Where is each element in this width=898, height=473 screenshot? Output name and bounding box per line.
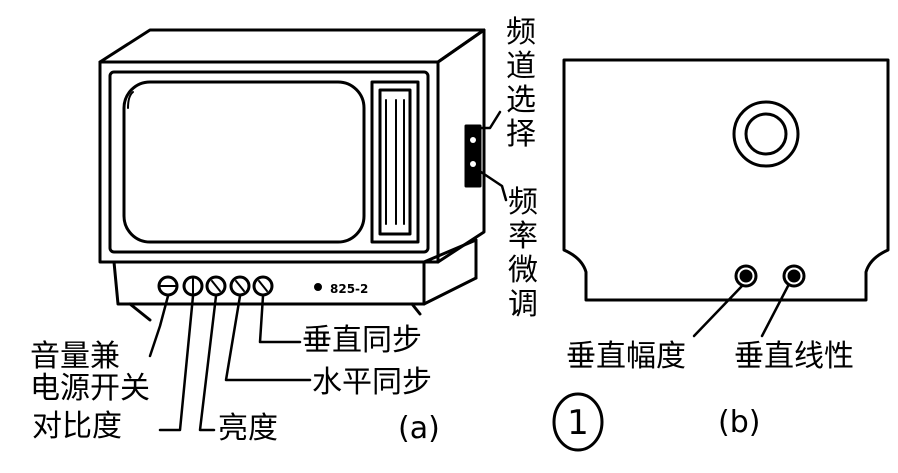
label-contrast: 对比度 xyxy=(32,409,122,444)
model-label: 825-2 xyxy=(330,282,368,296)
tv-screen xyxy=(122,80,366,244)
label-channel-select: 频道选择 xyxy=(506,15,536,152)
caption-b: (b) xyxy=(718,405,761,440)
knob-v-sync xyxy=(252,275,274,297)
knob-volume-power xyxy=(157,275,179,297)
label-h-sync: 水平同步 xyxy=(312,365,432,400)
label-brightness: 亮度 xyxy=(218,411,278,446)
speaker-grille xyxy=(370,80,420,244)
knob-h-sync xyxy=(229,275,251,297)
label-volume-power-line2: 电源开关 xyxy=(30,371,150,406)
knob-brightness xyxy=(205,275,227,297)
label-v-sync: 垂直同步 xyxy=(302,323,422,358)
figure-number: 1 xyxy=(567,403,589,443)
leaders-a xyxy=(148,110,508,432)
tv-cabinet xyxy=(98,28,486,322)
knob-v-amplitude xyxy=(734,264,758,288)
indicator-dot xyxy=(314,283,322,291)
side-tuner-panel xyxy=(464,124,482,188)
caption-a: (a) xyxy=(398,411,440,446)
knob-v-linearity xyxy=(782,264,806,288)
label-v-linearity: 垂直线性 xyxy=(734,339,854,374)
figure-number-circle xyxy=(552,392,604,452)
tv-rear-panel xyxy=(562,58,890,302)
label-volume-power-line1: 音量兼 xyxy=(30,339,120,374)
label-fine-tuning: 频率微调 xyxy=(508,185,538,322)
label-v-amplitude: 垂直幅度 xyxy=(566,339,686,374)
leaders-b xyxy=(692,284,790,338)
knob-contrast xyxy=(182,275,204,297)
